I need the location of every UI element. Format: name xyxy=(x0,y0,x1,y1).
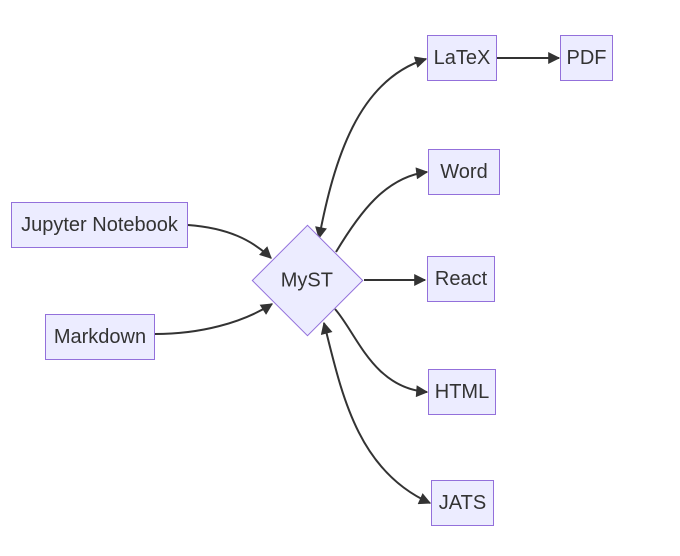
node-markdown: Markdown xyxy=(45,314,155,360)
edge-myst-to-jats xyxy=(320,321,432,505)
node-word: Word xyxy=(428,149,500,195)
node-word-label: Word xyxy=(440,161,488,183)
node-jats-label: JATS xyxy=(438,492,487,514)
node-pdf-label: PDF xyxy=(566,47,607,69)
node-jupyter-notebook: Jupyter Notebook xyxy=(11,202,188,248)
node-jupyter-notebook-label: Jupyter Notebook xyxy=(21,214,178,236)
node-pdf: PDF xyxy=(560,35,613,81)
edge-myst-to-html xyxy=(334,308,429,398)
edge-jupyter-to-myst xyxy=(187,224,272,259)
node-latex-label: LaTeX xyxy=(433,47,491,69)
edge-myst-to-latex xyxy=(315,56,428,240)
node-jats: JATS xyxy=(431,480,494,526)
node-myst-label: MyST xyxy=(281,269,334,292)
node-html: HTML xyxy=(428,369,496,415)
edge-myst-to-word xyxy=(335,167,429,253)
node-latex: LaTeX xyxy=(427,35,497,81)
node-react-label: React xyxy=(434,268,488,290)
node-html-label: HTML xyxy=(434,381,490,403)
edge-markdown-to-myst xyxy=(154,303,274,335)
node-markdown-label: Markdown xyxy=(53,326,147,348)
node-react: React xyxy=(427,256,495,302)
